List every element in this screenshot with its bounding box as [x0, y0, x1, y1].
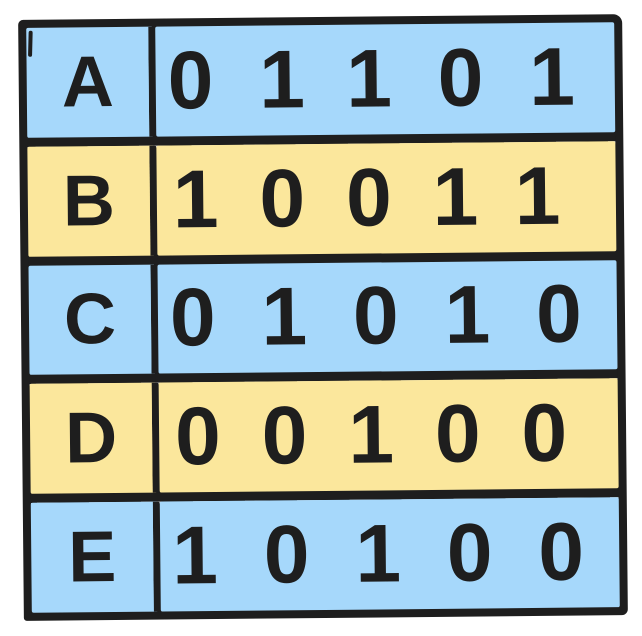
- table-row-b: B 10011: [27, 140, 617, 266]
- table-row-a: A 01101: [26, 22, 616, 147]
- row-label-e: E: [30, 501, 161, 613]
- row-bits-a: 01101: [155, 22, 616, 137]
- row-bits-b: 10011: [156, 140, 617, 256]
- row-label-b: B: [27, 145, 158, 257]
- table-row-e: E 10100: [30, 497, 620, 613]
- row-label-a: A: [26, 26, 157, 138]
- row-label-d: D: [29, 382, 160, 495]
- table-row-c: C 01010: [28, 259, 618, 385]
- row-label-c: C: [28, 264, 159, 376]
- row-bits-d: 00100: [158, 378, 619, 493]
- table-row-d: D 00100: [29, 378, 619, 504]
- hand-drawn-corner-tick: [28, 30, 33, 57]
- row-bits-c: 01010: [157, 259, 618, 374]
- binary-table: A 01101 B 10011 C 01010 D 00100 E 10100: [18, 14, 628, 621]
- row-bits-e: 10100: [159, 497, 620, 612]
